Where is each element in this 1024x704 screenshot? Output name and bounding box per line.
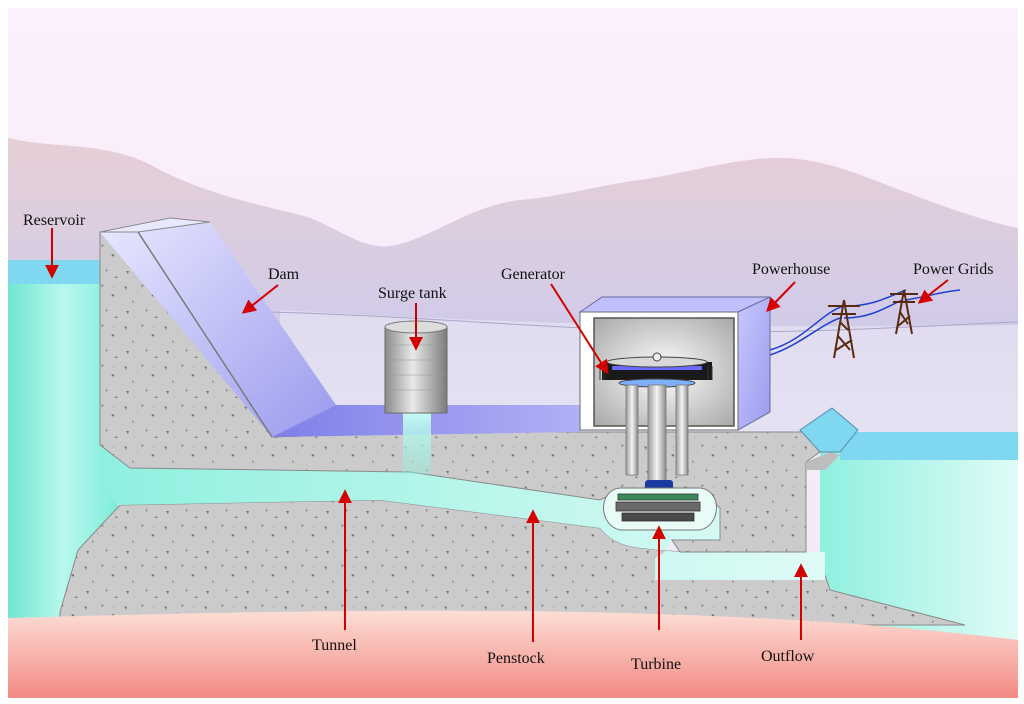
pylon-right <box>890 289 918 335</box>
label-generator: Generator <box>501 266 566 283</box>
turbine-blade-low <box>621 512 695 522</box>
turbine-blade-mid <box>615 501 701 512</box>
label-penstock: Penstock <box>487 650 545 667</box>
outlet-step <box>806 452 840 470</box>
reservoir-surface <box>8 260 100 284</box>
right-shaft <box>675 384 689 476</box>
center-shaft <box>647 384 667 486</box>
label-surge-tank: Surge tank <box>378 285 447 302</box>
powerhouse-roof <box>578 296 771 313</box>
pylon-left <box>828 299 860 359</box>
powerhouse-side <box>737 296 771 431</box>
label-reservoir: Reservoir <box>23 212 86 229</box>
label-powerhouse: Powerhouse <box>752 261 830 278</box>
generator-stripe <box>612 366 702 370</box>
label-turbine: Turbine <box>631 656 681 673</box>
label-outflow: Outflow <box>761 648 815 665</box>
outflow-surface <box>840 432 1018 460</box>
dam-crest <box>99 217 211 233</box>
left-shaft <box>625 384 639 476</box>
generator-cap <box>652 352 662 362</box>
outflow-water <box>820 445 1018 640</box>
label-tunnel: Tunnel <box>312 637 357 654</box>
label-dam: Dam <box>268 266 300 283</box>
tunnel-water <box>100 445 825 580</box>
dam-face <box>100 222 336 437</box>
ground <box>8 610 1018 698</box>
spillway <box>799 407 859 453</box>
surge-tank-fall <box>403 412 431 474</box>
label-power-grids: Power Grids <box>913 261 993 278</box>
dam-face-edge <box>137 231 273 438</box>
callout-arrows <box>45 228 949 642</box>
turbine-blade-top <box>617 493 699 501</box>
